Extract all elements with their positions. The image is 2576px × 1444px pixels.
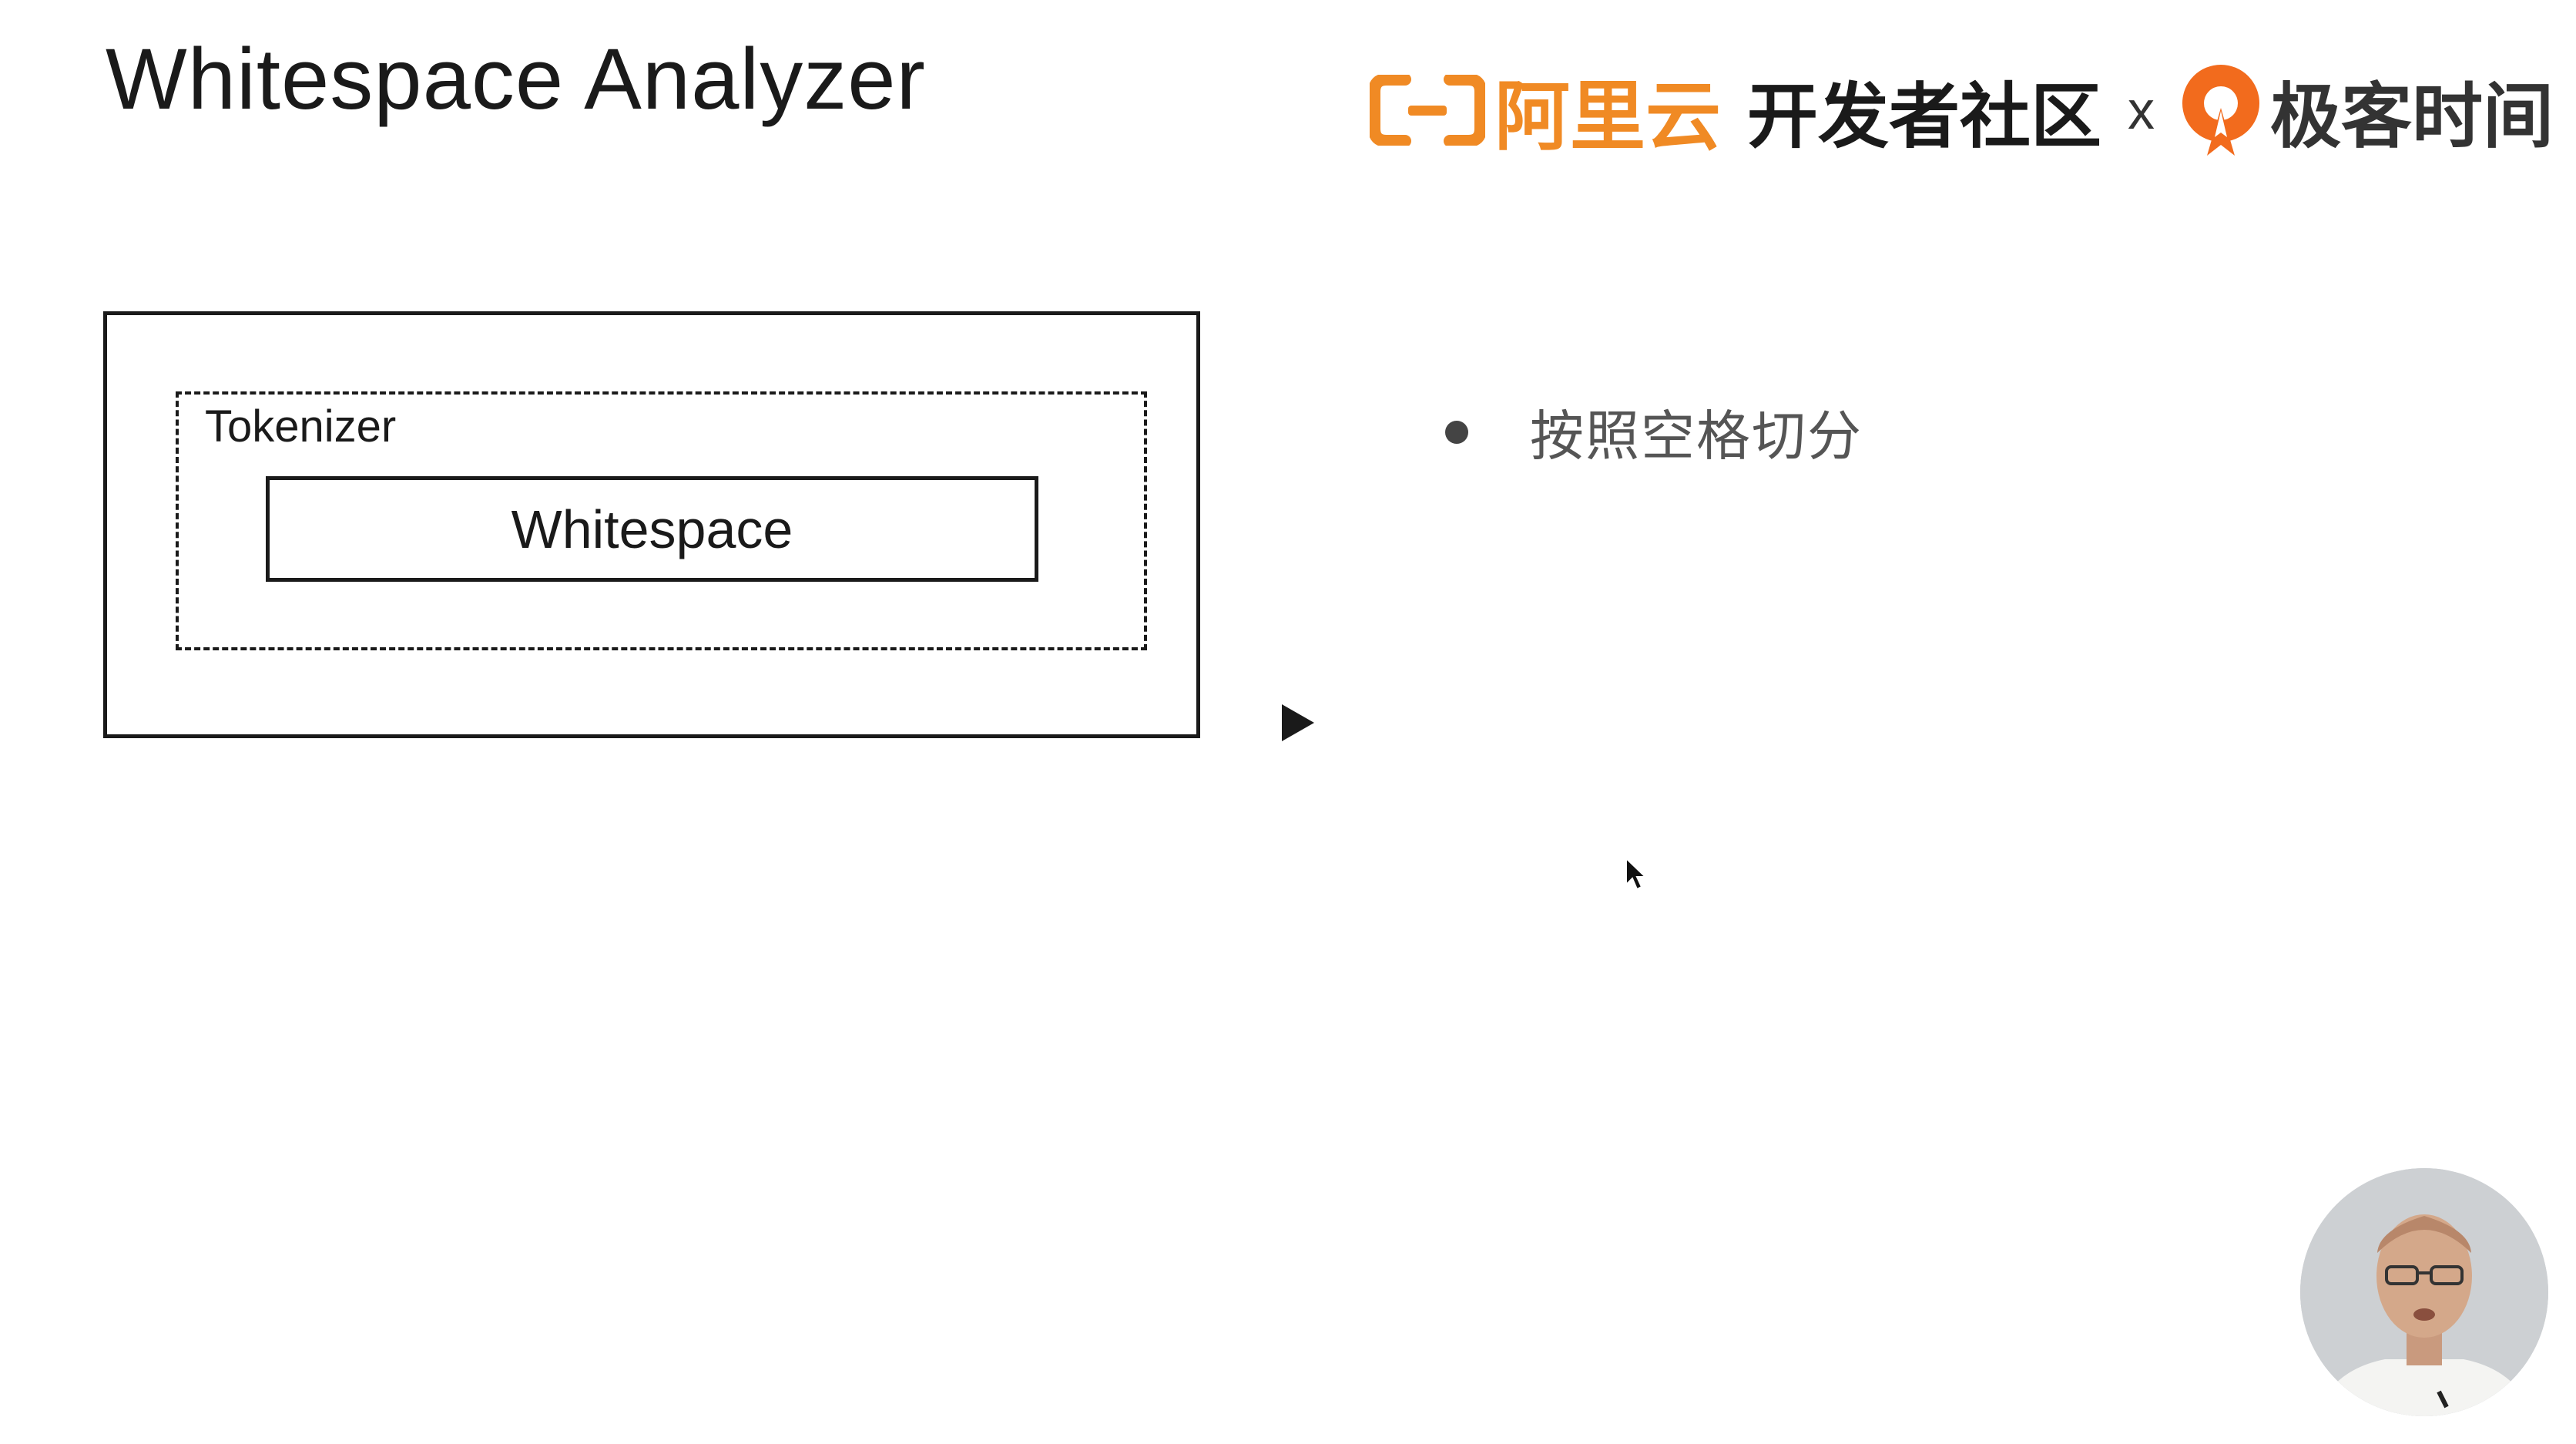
- tokenizer-label: Tokenizer: [205, 401, 397, 452]
- whitespace-tokenizer-box: Whitespace: [266, 476, 1038, 582]
- tokenizer-box: [176, 391, 1147, 650]
- aliyun-bracket-icon: [1370, 75, 1485, 146]
- brand-header: 阿里云 开发者社区 x 极客时间: [1370, 60, 2554, 160]
- geektime-logo-icon: [2182, 65, 2260, 156]
- analyzer-box: [103, 311, 1200, 738]
- collab-x: x: [2128, 80, 2155, 140]
- presenter-avatar: [2300, 1168, 2548, 1416]
- presenter-webcam: [2300, 1168, 2548, 1416]
- bullet-item: 按照空格切分: [1445, 393, 1863, 471]
- bullet-dot-icon: [1445, 420, 1468, 444]
- mouse-pointer-icon: [1625, 857, 1647, 891]
- developer-community-text: 开发者社区: [1747, 77, 2102, 156]
- play-icon[interactable]: [1279, 701, 1317, 744]
- geektime-text: 极客时间: [2270, 77, 2554, 156]
- slide-title: Whitespace Analyzer: [106, 31, 926, 127]
- bullet-text: 按照空格切分: [1530, 406, 1863, 466]
- aliyun-logo: 阿里云: [1370, 55, 1721, 165]
- aliyun-text: 阿里云: [1494, 74, 1722, 159]
- whitespace-label: Whitespace: [511, 499, 793, 559]
